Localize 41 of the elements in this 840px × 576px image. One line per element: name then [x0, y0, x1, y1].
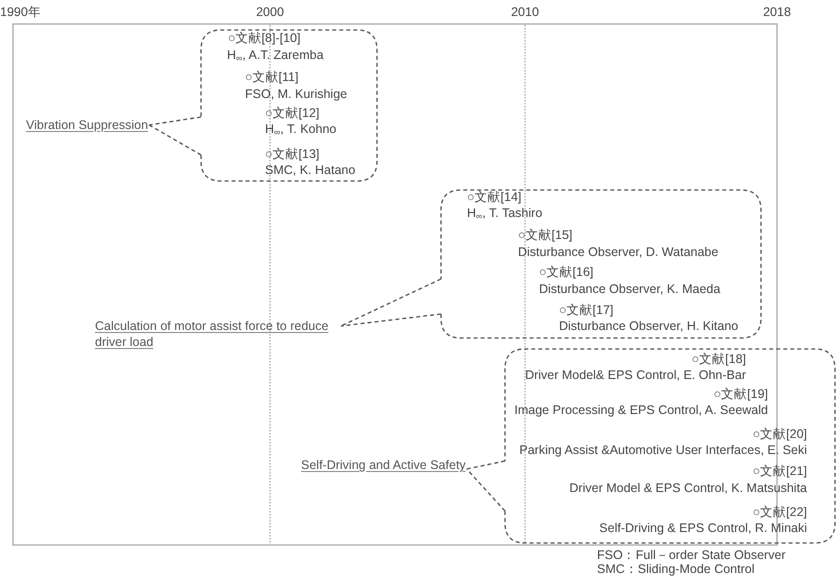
reference-author: Parking Assist &Automotive User Interfaces, E. Seki	[519, 443, 807, 458]
reference-number: ○文献[22]	[752, 505, 807, 520]
reference-author: H$_{∞}$, A.T. Zaremba	[227, 48, 324, 63]
reference-author: Driver Model & EPS Control, K. Matsushita	[569, 481, 807, 496]
category-label: Calculation of motor assist force to reduce driver load	[95, 318, 340, 350]
reference-number: ○文献[14]	[467, 190, 522, 205]
reference-author: Disturbance Observer, D. Watanabe	[518, 245, 718, 260]
abbreviation-note: FSO：Full－order State Observer	[597, 547, 786, 563]
reference-author: FSO, M. Kurishige	[245, 87, 348, 102]
reference-author: SMC, K. Hatano	[265, 163, 356, 178]
callout-tail	[340, 278, 442, 327]
reference-number: ○文献[21]	[752, 464, 807, 479]
abbreviation-note: SMC：Sliding-Mode Control	[597, 561, 755, 576]
callout-bubble	[200, 29, 378, 182]
reference-number: ○文献[16]	[539, 265, 594, 280]
category-label: Vibration Suppression	[26, 117, 148, 133]
reference-number: ○文献[8]-[10]	[228, 31, 300, 46]
reference-number: ○文献[13]	[265, 147, 320, 162]
year-axis-label: 2010	[511, 4, 539, 20]
reference-author: Image Processing & EPS Control, A. Seewald	[514, 403, 768, 418]
reference-number: ○文献[20]	[752, 427, 807, 442]
year-axis-label: 1990年	[0, 4, 41, 20]
category-label: Self-Driving and Active Safety	[301, 457, 466, 473]
reference-number: ○文献[19]	[714, 387, 768, 402]
callout-bubble	[440, 189, 762, 339]
reference-author: Disturbance Observer, K. Maeda	[539, 282, 720, 297]
reference-author: Driver Model& EPS Control, E. Ohn-Bar	[525, 368, 746, 383]
reference-number: ○文献[11]	[245, 70, 298, 85]
reference-author: H$_{∞}$, T. Tashiro	[467, 206, 542, 221]
year-axis-label: 2018	[763, 4, 791, 20]
reference-author: Disturbance Observer, H. Kitano	[559, 319, 738, 334]
reference-author: H$_{∞}$, T. Kohno	[265, 122, 336, 137]
callout-tail	[466, 460, 506, 512]
reference-number: ○文献[17]	[559, 303, 614, 318]
callout-tail	[148, 116, 202, 156]
reference-number: ○文献[18]	[692, 352, 746, 367]
reference-author: Self-Driving & EPS Control, R. Minaki	[599, 521, 807, 536]
reference-number: ○文献[15]	[518, 228, 572, 243]
year-axis-label: 2000	[256, 4, 284, 20]
reference-number: ○文献[12]	[265, 106, 320, 121]
callout-bubble	[504, 348, 836, 544]
